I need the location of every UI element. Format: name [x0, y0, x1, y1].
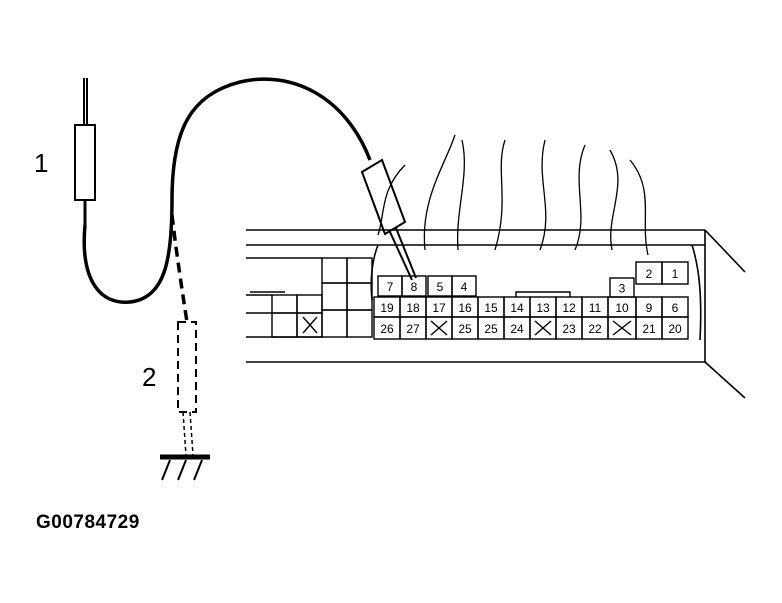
pin-bot-4-label: 25 [484, 322, 498, 336]
pin-bot-7-label: 23 [562, 322, 576, 336]
pin-mid-11-label: 6 [672, 301, 679, 315]
pin-bot-11-label: 20 [668, 322, 682, 336]
wire-harness [377, 134, 649, 256]
probe-handle [360, 158, 417, 281]
pin-bot-0-label: 26 [380, 322, 394, 336]
pin-bot-3-label: 25 [458, 322, 472, 336]
figure-id: G00784729 [36, 512, 140, 533]
pin-top-3-cell [451, 275, 477, 297]
pin-bot-6-blocked-icon [534, 320, 552, 336]
pin-mid-8-label: 11 [589, 301, 602, 315]
connector-left-cells [246, 257, 373, 338]
pin-bot-2-blocked-icon [430, 320, 448, 336]
pin-mid-7-label: 12 [562, 301, 576, 315]
pin-mid-5-label: 14 [510, 301, 524, 315]
ground-lead [170, 214, 197, 456]
ecu-housing [246, 229, 746, 399]
pin-mid-1-label: 18 [406, 301, 420, 315]
pin-tr-1-label: 1 [672, 267, 679, 281]
pin-mid-2-label: 17 [432, 301, 446, 315]
connector-latch [515, 291, 571, 297]
pin-bot-11-cell [661, 316, 689, 340]
pin-bot-10-label: 21 [642, 322, 656, 336]
pin-mid-10-label: 9 [646, 301, 653, 315]
pin-tr-1-cell [661, 261, 689, 285]
pin-top-1-label: 8 [411, 280, 418, 294]
pin-tr-0-label: 2 [646, 267, 653, 281]
ground-symbol-icon [160, 454, 210, 481]
pin-top-0-label: 7 [387, 280, 394, 294]
pin-mid-9-label: 10 [615, 301, 629, 315]
callout-1: 1 [34, 148, 49, 178]
pin-trm-0-label: 3 [619, 282, 626, 296]
pin-bot-1-label: 27 [406, 322, 420, 336]
pin-bot-9-blocked-icon [612, 320, 632, 336]
pin-bot-5-label: 24 [510, 322, 524, 336]
pin-mid-3-label: 16 [458, 301, 472, 315]
pin-top-3-label: 4 [461, 280, 468, 294]
pin-top-1-cell [401, 275, 427, 297]
pin-mid-6-label: 13 [536, 301, 550, 315]
pin-bot-8-label: 22 [588, 322, 602, 336]
pin-mid-0-label: 19 [380, 301, 394, 315]
pin-trm-0-cell [609, 277, 635, 298]
callout-2: 2 [142, 362, 157, 392]
test-lead-wire [82, 77, 372, 304]
test-probe-1 [74, 78, 96, 225]
pin-mid-4-label: 15 [484, 301, 498, 315]
pin-top-2-label: 5 [437, 280, 444, 294]
